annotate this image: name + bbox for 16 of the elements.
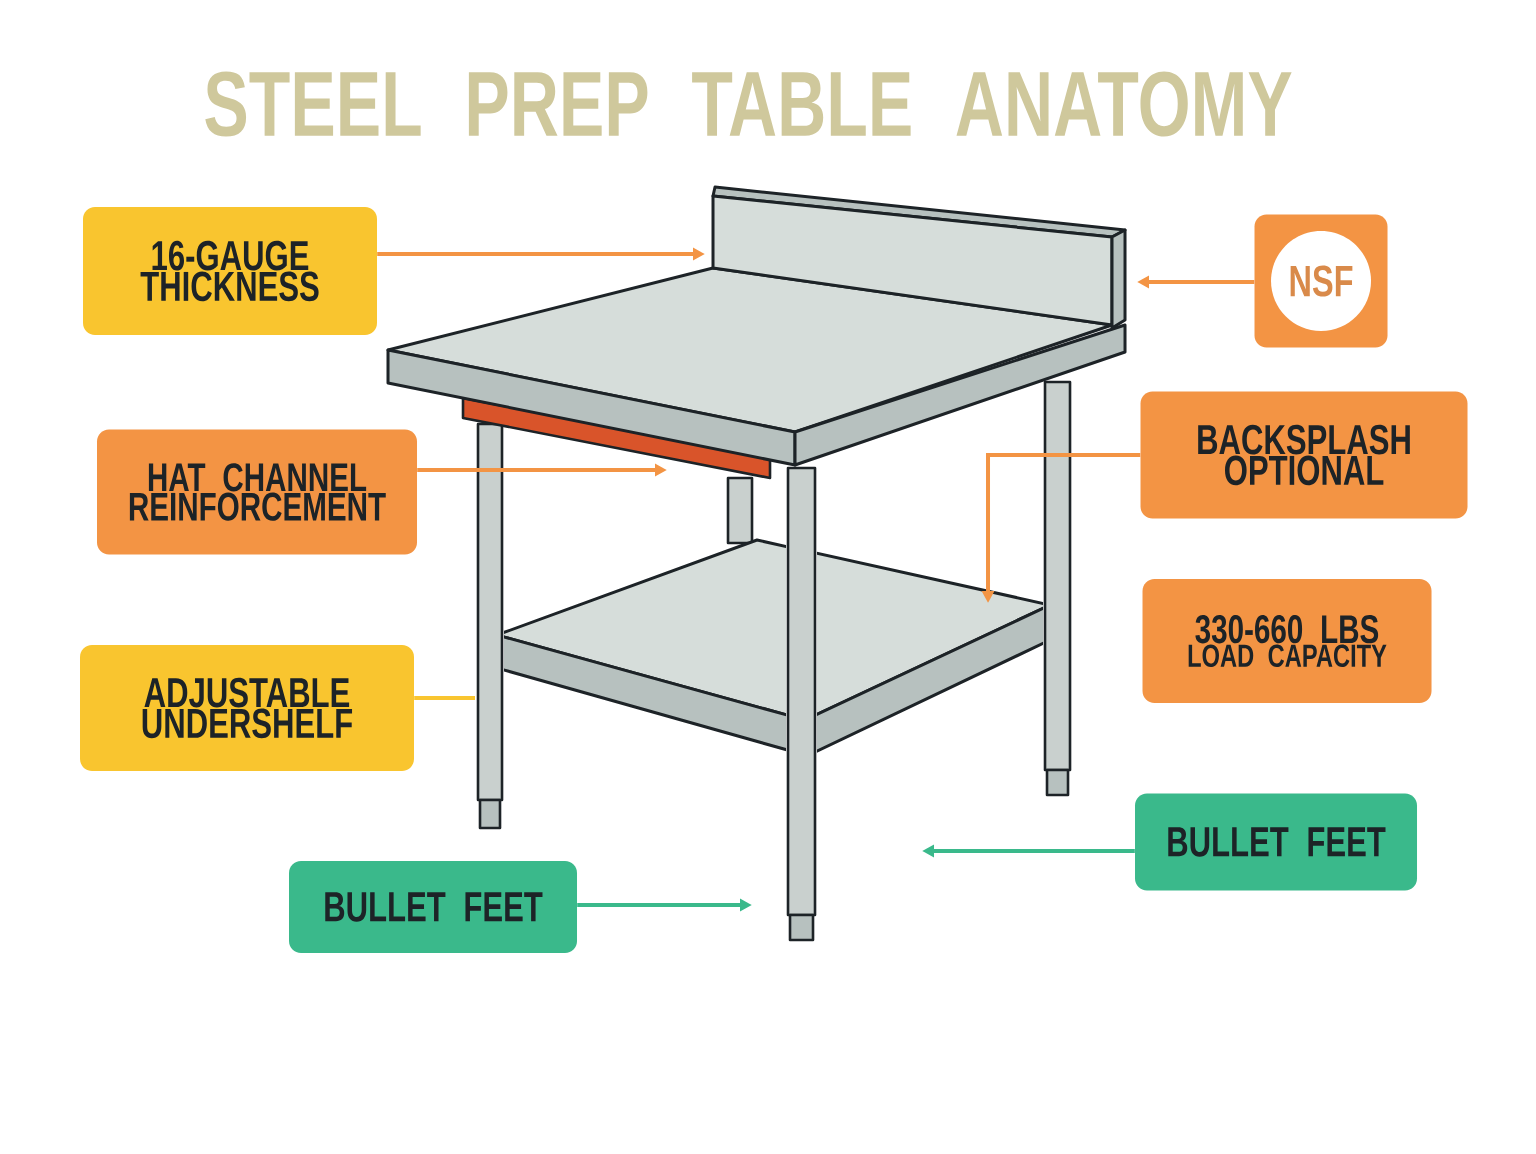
label-box: 330-660 LBS LOAD CAPACITY [1142,579,1432,703]
table-leg [786,466,817,942]
title: STEEL PREP TABLE ANATOMY [205,71,1292,137]
label-box: BULLET FEET [289,861,577,953]
label-box: 16-GAUGE THICKNESS [83,207,377,335]
table-top [386,266,1127,467]
label-box: ADJUSTABLE UNDERSHELF [80,645,414,771]
leader-line [414,696,475,700]
label-box: HAT CHANNEL REINFORCEMENT [97,429,417,555]
badge: NSF [1254,214,1388,348]
table-leg [1043,380,1072,797]
label-box: BULLET FEET [1135,793,1417,891]
table-leg [476,422,504,830]
label-box: BACKSPLASH OPTIONAL [1140,391,1468,519]
table-leg [726,476,754,545]
backsplash [711,185,1127,330]
